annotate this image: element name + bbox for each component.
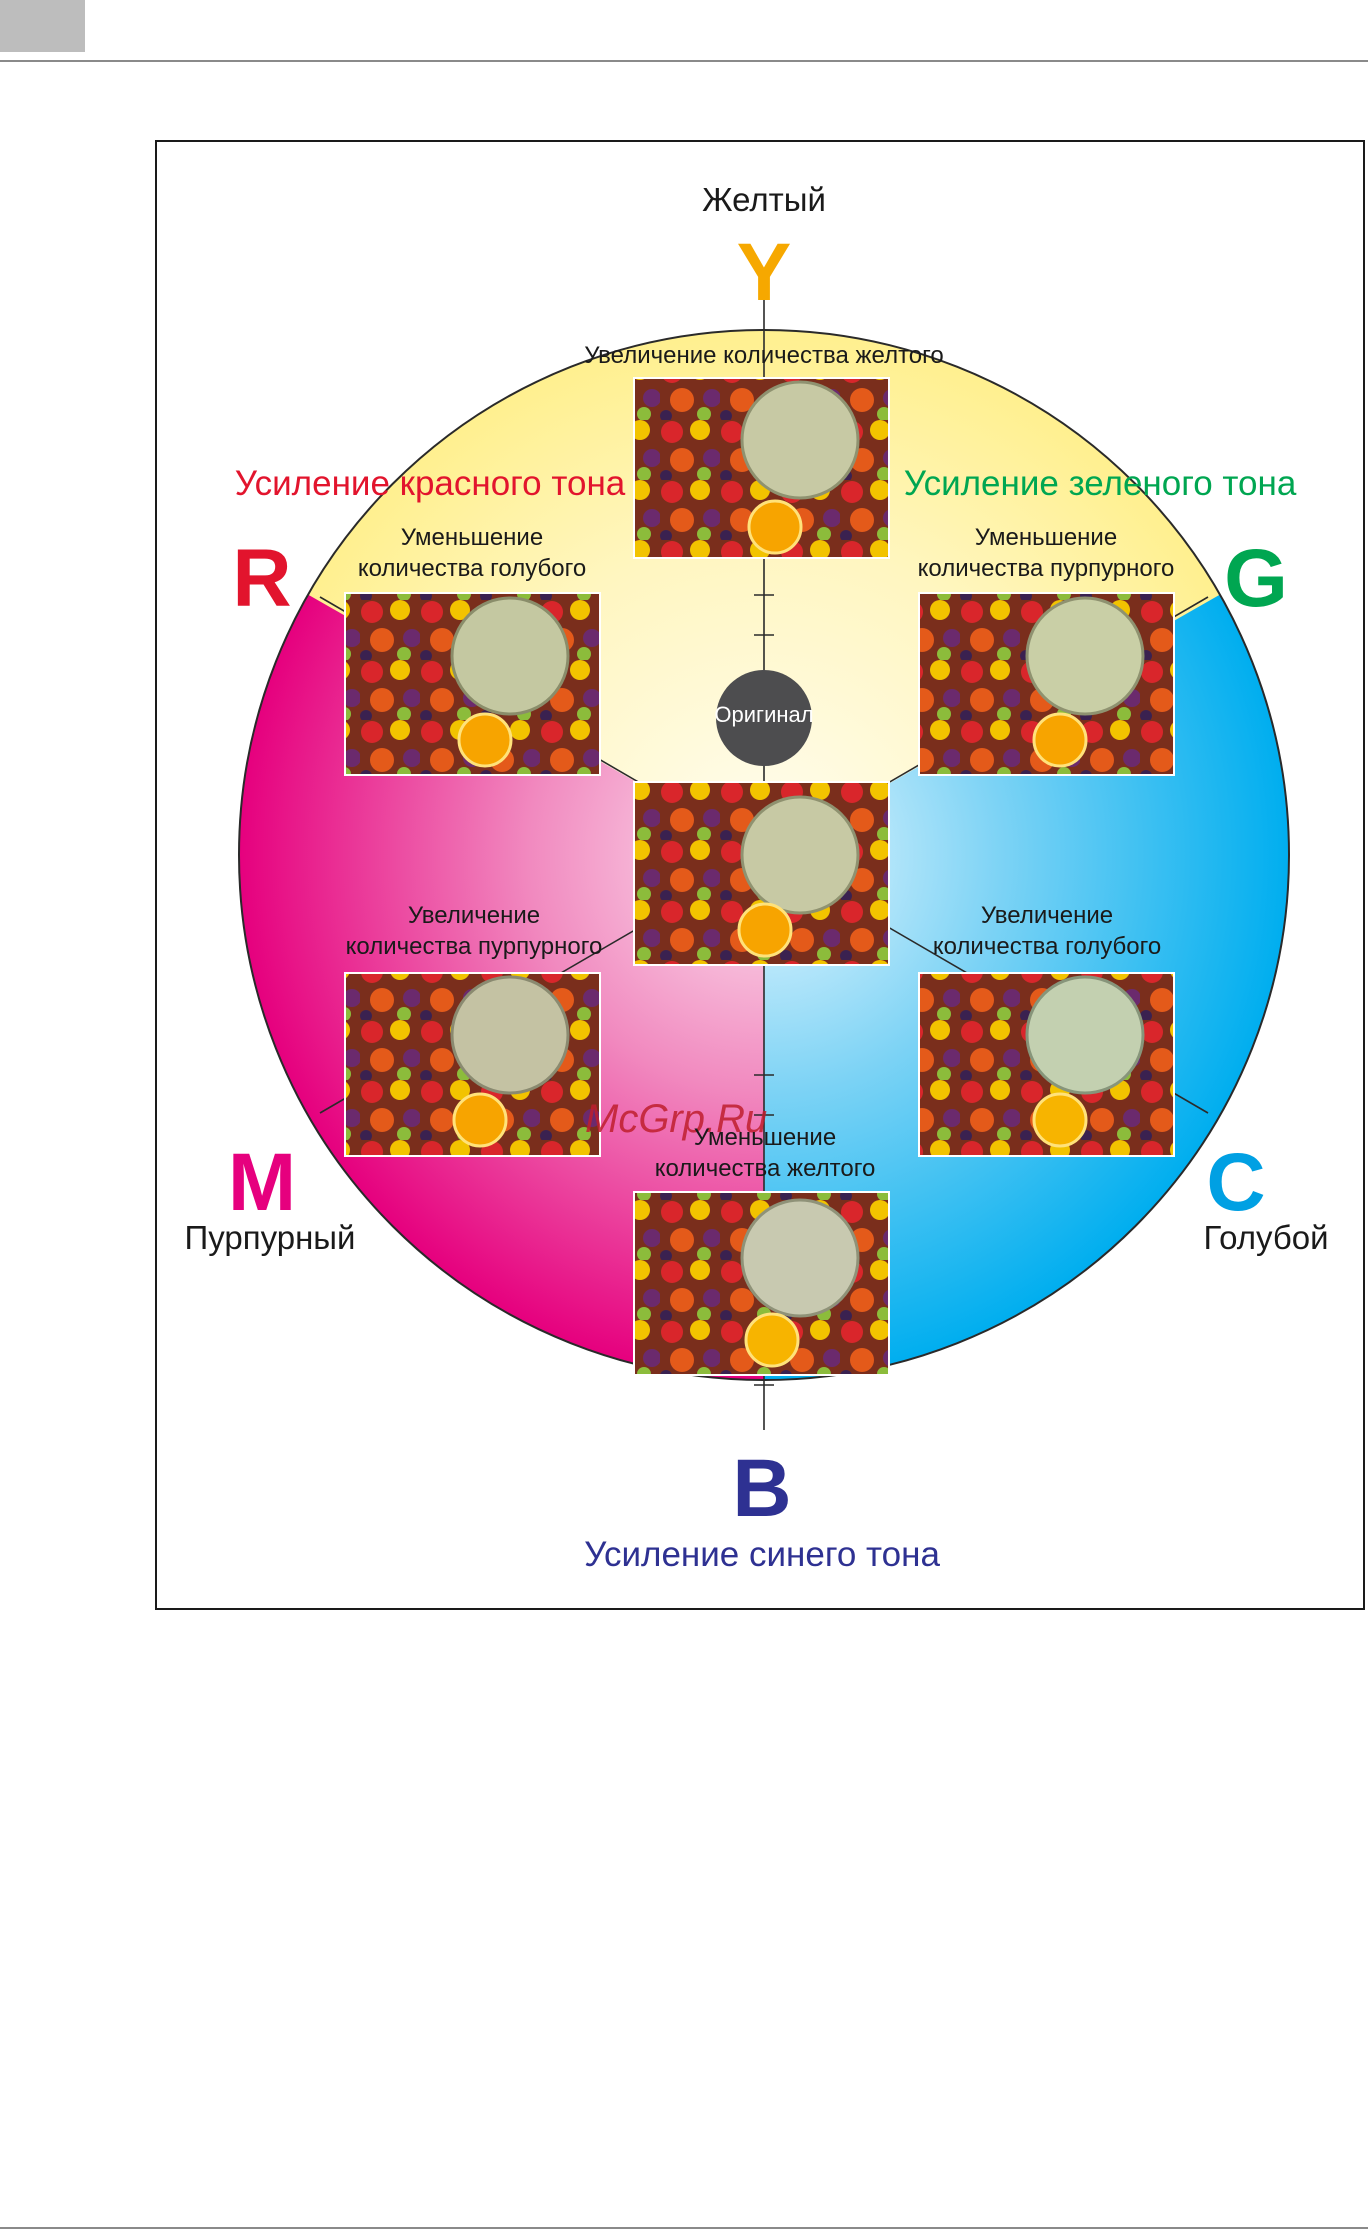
label-line: Увеличение (980, 902, 1114, 929)
melon-shape (740, 380, 860, 500)
melon-shape (740, 1198, 860, 1318)
melon-shape (1025, 975, 1145, 1095)
page-corner-tab (0, 0, 85, 52)
label-line: количества голубого (357, 555, 587, 583)
label-more-yellow: Увеличение количества желтого (584, 342, 944, 369)
orange-shape (452, 1092, 508, 1148)
original-badge (716, 670, 812, 766)
diagram-frame (155, 140, 1365, 1610)
cyan-caption: Голубой (1203, 1219, 1329, 1256)
orange-shape (744, 1312, 800, 1368)
label-line: количества пурпурного (917, 555, 1175, 583)
original-badge-label: Оригинал (714, 702, 814, 727)
footer-rule (0, 2227, 1368, 2229)
label-less-magenta: Уменьшение количества пурпурного (918, 522, 1175, 584)
orange-shape (1032, 1092, 1088, 1148)
orange-shape (737, 902, 793, 958)
label-line: Увеличение (407, 902, 541, 929)
label-line: количества пурпурного (345, 933, 603, 961)
watermark: McGrp.Ru (585, 1097, 768, 1141)
melon-shape (450, 596, 570, 716)
label-line: количества голубого (932, 933, 1162, 961)
orange-shape (457, 712, 513, 768)
letter-b: B (732, 1443, 792, 1534)
label-line: Уменьшение (400, 524, 544, 551)
tone-blue: Усиление синего тона (584, 1535, 940, 1574)
melon-shape (450, 975, 570, 1095)
magenta-caption: Пурпурный (184, 1219, 356, 1256)
letter-g: G (1224, 533, 1288, 624)
tone-red: Усиление красного тона (234, 464, 626, 503)
yellow-caption: Желтый (702, 181, 826, 218)
letter-r: R (232, 533, 292, 624)
melon-shape (740, 795, 860, 915)
label-more-magenta: Увеличение количества пурпурного (346, 900, 603, 962)
label-more-cyan: Увеличение количества голубого (933, 900, 1161, 962)
letter-c: C (1206, 1137, 1266, 1228)
label-line: Уменьшение (974, 524, 1118, 551)
label-line: Уменьшение (693, 1124, 837, 1151)
tone-green: Усиление зеленого тона (903, 464, 1297, 503)
label-line: количества желтого (654, 1155, 876, 1183)
orange-shape (1032, 712, 1088, 768)
melon-shape (1025, 596, 1145, 716)
letter-m: M (227, 1137, 297, 1228)
letter-y: Y (736, 227, 792, 318)
header-rule (0, 60, 1368, 62)
label-less-yellow: Уменьшение количества желтого (655, 1122, 876, 1184)
photo-group (344, 377, 1175, 1376)
orange-shape (747, 499, 803, 555)
label-less-cyan: Уменьшение количества голубого (358, 522, 586, 584)
